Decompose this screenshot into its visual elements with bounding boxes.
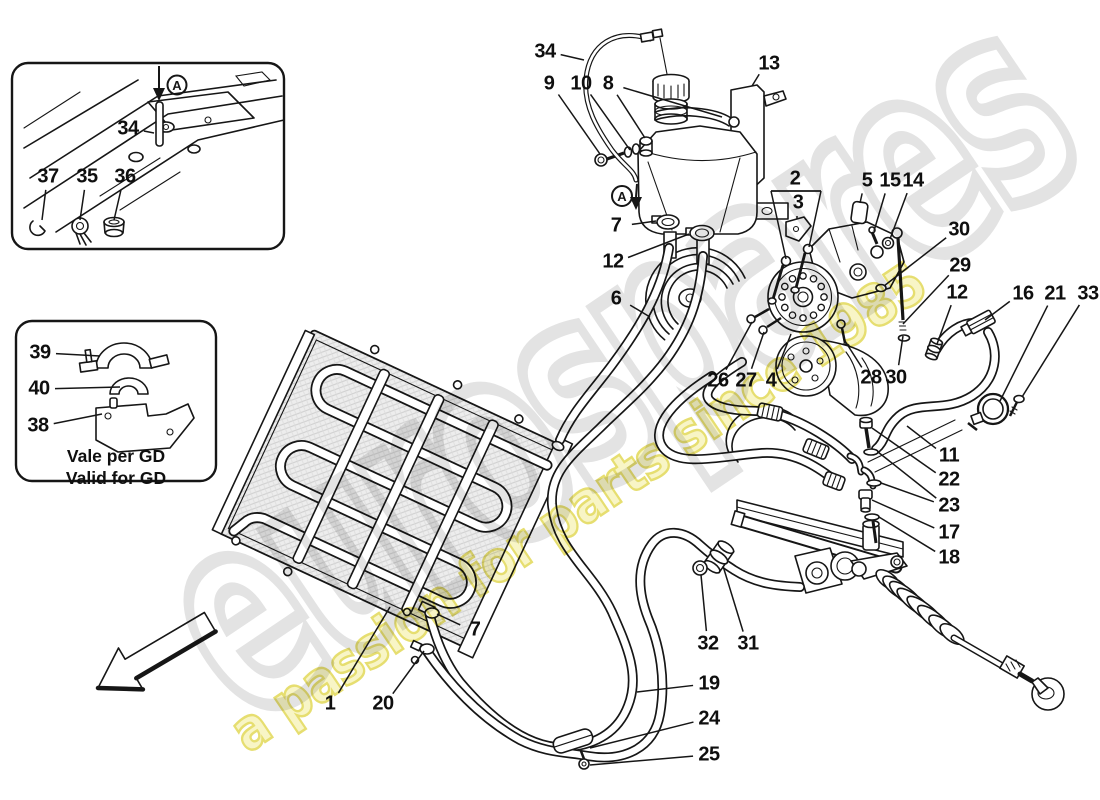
leader-line [936, 304, 952, 345]
cooling-coil-radiator [211, 329, 574, 659]
leader-line [53, 413, 103, 425]
leader-line [859, 193, 863, 204]
leader-line [1021, 304, 1081, 398]
hose-clamp-12 [685, 224, 715, 242]
leader-line [557, 94, 601, 155]
leader-line [902, 274, 950, 325]
fitting-14 [881, 236, 895, 250]
radiator-fittings [402, 600, 440, 665]
pin-item-34 [155, 101, 164, 147]
leader-line [750, 331, 765, 370]
leader-line [41, 189, 47, 221]
hose-clamp-24 [552, 728, 594, 760]
inset-clamp-bracket: Vale per GD Valid for GD [14, 319, 218, 488]
view-marker-A: A [153, 66, 188, 101]
leader-line [883, 237, 947, 287]
direction-arrow [95, 611, 218, 692]
grommet-12 [924, 337, 944, 361]
caption-italian: Vale per GD [67, 446, 165, 466]
leader-line [722, 565, 744, 632]
leader-line [616, 94, 646, 139]
leader-line [589, 755, 694, 766]
leader-line [897, 335, 904, 366]
bracket-item-38 [95, 397, 195, 453]
leader-line [560, 53, 585, 61]
leader-line [889, 192, 908, 240]
power-steering-pump [725, 200, 911, 463]
leader-line [700, 574, 708, 632]
steering-rack [730, 419, 1065, 711]
leader-line [871, 427, 937, 474]
leader-line [589, 721, 694, 749]
leader-line [873, 193, 886, 232]
leader-line [725, 321, 753, 371]
hose-fitting-16 [960, 309, 996, 337]
view-marker-A: A [611, 183, 642, 210]
leader-line [808, 190, 822, 248]
leader-line [880, 482, 935, 503]
leader-line [631, 220, 657, 226]
leader-line [79, 189, 86, 221]
leader-line [623, 86, 723, 118]
leader-line [999, 305, 1049, 402]
leader-line [844, 340, 863, 368]
leader-line [337, 606, 391, 694]
svg-text:A: A [617, 189, 627, 204]
leader-line [589, 94, 631, 151]
grommet-item-36 [103, 216, 125, 238]
grommet-31 [703, 540, 735, 574]
hose-clamp-7 [651, 214, 680, 230]
pump-pulley [767, 261, 839, 333]
leader-line [751, 73, 760, 87]
leader-line [878, 516, 936, 553]
leader-line [392, 650, 425, 695]
clamp-screw-33 [1008, 394, 1025, 417]
tie-rod [950, 634, 1065, 711]
leader-line [436, 613, 461, 626]
leader-line [877, 451, 937, 499]
long-bolt-29 [891, 227, 911, 342]
bolt-25 [578, 758, 590, 770]
clamp-item-39 [78, 342, 170, 373]
leader-line [984, 300, 1011, 321]
pipe-clamp-21 [967, 392, 1010, 431]
clip-item-37 [29, 220, 46, 237]
leader-line [629, 304, 651, 318]
leader-line [636, 684, 694, 693]
banjo-bolt-stack [858, 416, 882, 544]
leader-line [113, 189, 122, 221]
washer-30 [875, 283, 887, 293]
fittings-and-clamps [402, 214, 1025, 770]
leader-line [143, 130, 155, 134]
svg-text:A: A [172, 78, 182, 93]
rubber-item-40 [109, 377, 149, 395]
leader-line [54, 386, 121, 390]
inset-underbody-panel [10, 61, 286, 251]
leader-line [906, 425, 937, 450]
leader-line [627, 233, 690, 259]
leader-line [55, 352, 101, 357]
leader-line [871, 499, 935, 529]
leader-line [776, 333, 792, 370]
caption-english: Valid for GD [66, 468, 166, 488]
leader-line [770, 190, 787, 260]
nut-32 [692, 560, 708, 576]
ac-compressor [725, 335, 889, 463]
